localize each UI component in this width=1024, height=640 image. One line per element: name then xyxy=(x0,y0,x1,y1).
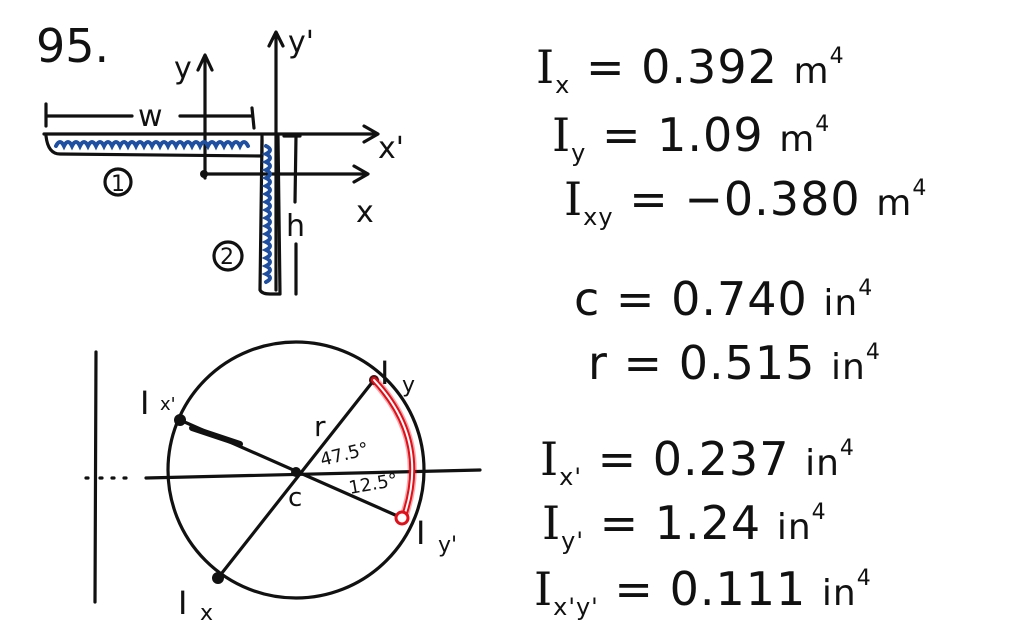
x-axis-label: x xyxy=(356,195,374,230)
part2-label: 2 xyxy=(220,245,234,270)
part1-label-circle xyxy=(103,167,133,197)
part2-label-circle xyxy=(212,240,244,272)
mohr-horizontal-axis xyxy=(144,468,482,480)
ixp-thick-segment xyxy=(189,425,243,447)
equation-ix: Ix = 0.392 m4 xyxy=(536,40,845,99)
part1-label: 1 xyxy=(111,172,125,197)
dimension-h-label: h xyxy=(286,209,305,244)
problem-number: 95. xyxy=(36,19,109,73)
centroid-dot xyxy=(200,170,208,178)
mohr-circle-figure: r c 47.5° 12.5° I y I x' I x I y' xyxy=(84,340,482,626)
svg-text:y': y' xyxy=(438,533,457,558)
equation-ixp: Ix' = 0.237 in4 xyxy=(540,432,855,491)
part2-outline xyxy=(258,134,282,296)
svg-text:x: x xyxy=(200,601,213,626)
mohr-circle xyxy=(166,340,426,600)
dimension-w-line xyxy=(44,102,256,130)
center-label: c xyxy=(288,483,302,513)
mohr-vertical-axis xyxy=(93,350,98,604)
point-iyp xyxy=(394,510,410,526)
svg-text:I: I xyxy=(178,584,187,622)
y-prime-axis-arrow-icon xyxy=(267,30,285,48)
label-ix: I x xyxy=(178,584,213,626)
cross-section-figure: y y' x' x w h 1 2 xyxy=(42,25,404,296)
dimension-h-line xyxy=(282,134,302,296)
point-ixp xyxy=(174,414,186,426)
svg-text:y: y xyxy=(402,373,415,398)
label-ixp: I x' xyxy=(140,384,176,422)
equation-c: c = 0.740 in4 xyxy=(574,272,874,326)
y-prime-axis-label: y' xyxy=(288,25,314,60)
svg-text:I: I xyxy=(416,514,425,552)
part2-hatch xyxy=(261,144,272,284)
equation-iy: Iy = 1.09 m4 xyxy=(552,108,831,167)
equation-r: r = 0.515 in4 xyxy=(588,336,881,390)
x-prime-axis-arrow-icon xyxy=(362,124,380,144)
y-axis-label: y xyxy=(174,51,192,86)
point-ix xyxy=(212,572,224,584)
part1-outline xyxy=(44,134,264,158)
label-iy: I y xyxy=(380,354,415,398)
part1-hatch xyxy=(54,140,250,151)
radius-label: r xyxy=(314,410,326,443)
svg-text:I: I xyxy=(140,384,149,422)
x-axis-arrow-icon xyxy=(352,164,370,184)
y-axis-arrow-icon xyxy=(196,53,214,72)
equation-ixyp: Ix'y' = 0.111 in4 xyxy=(534,562,872,621)
equation-iyp: Iy' = 1.24 in4 xyxy=(542,496,827,555)
equation-ixy: Ixy = −0.380 m4 xyxy=(564,172,928,231)
dimension-w-label: w xyxy=(138,99,163,134)
ix-iy-diameter xyxy=(216,378,376,580)
rotation-arc-core xyxy=(373,379,414,517)
label-iyp: I y' xyxy=(416,514,457,558)
point-center xyxy=(291,467,301,477)
svg-text:I: I xyxy=(380,354,389,392)
svg-text:x': x' xyxy=(160,394,176,415)
x-prime-axis-label: x' xyxy=(378,131,404,166)
